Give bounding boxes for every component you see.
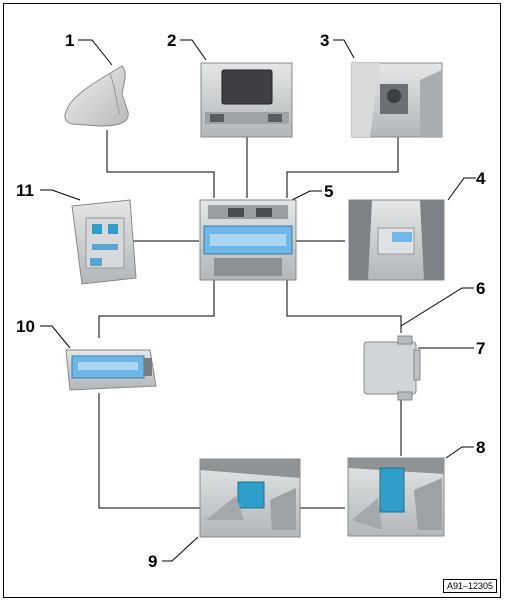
dashboard-display-top-icon — [200, 62, 293, 138]
callout-2: 2 — [167, 31, 177, 50]
trunk-module-right-icon — [347, 457, 445, 537]
figure-code: A91–12305 — [442, 579, 497, 593]
dashboard-center-screen-icon — [199, 199, 297, 281]
overhead-control-module-icon — [71, 199, 137, 285]
callout-8: 8 — [476, 438, 486, 457]
callout-10: 10 — [16, 317, 35, 336]
callout-4: 4 — [476, 169, 486, 188]
control-unit-box-icon — [363, 335, 421, 401]
callout-7: 7 — [476, 339, 486, 358]
roof-antenna-fin-icon — [64, 65, 129, 127]
center-console-gear-shift-icon — [351, 62, 443, 138]
diagram-frame — [3, 3, 501, 598]
callout-9: 9 — [148, 552, 158, 571]
rear-seat-armrest-display-icon — [348, 199, 445, 281]
trunk-module-left-icon — [199, 458, 301, 538]
callout-3: 3 — [320, 31, 330, 50]
callout-6: 6 — [476, 279, 486, 298]
callout-leaders — [40, 39, 476, 562]
rear-climate-control-panel-icon — [65, 349, 157, 391]
callout-5: 5 — [324, 182, 334, 201]
callout-1: 1 — [65, 31, 75, 50]
callout-11: 11 — [16, 181, 34, 200]
connection-lines — [98, 130, 402, 509]
